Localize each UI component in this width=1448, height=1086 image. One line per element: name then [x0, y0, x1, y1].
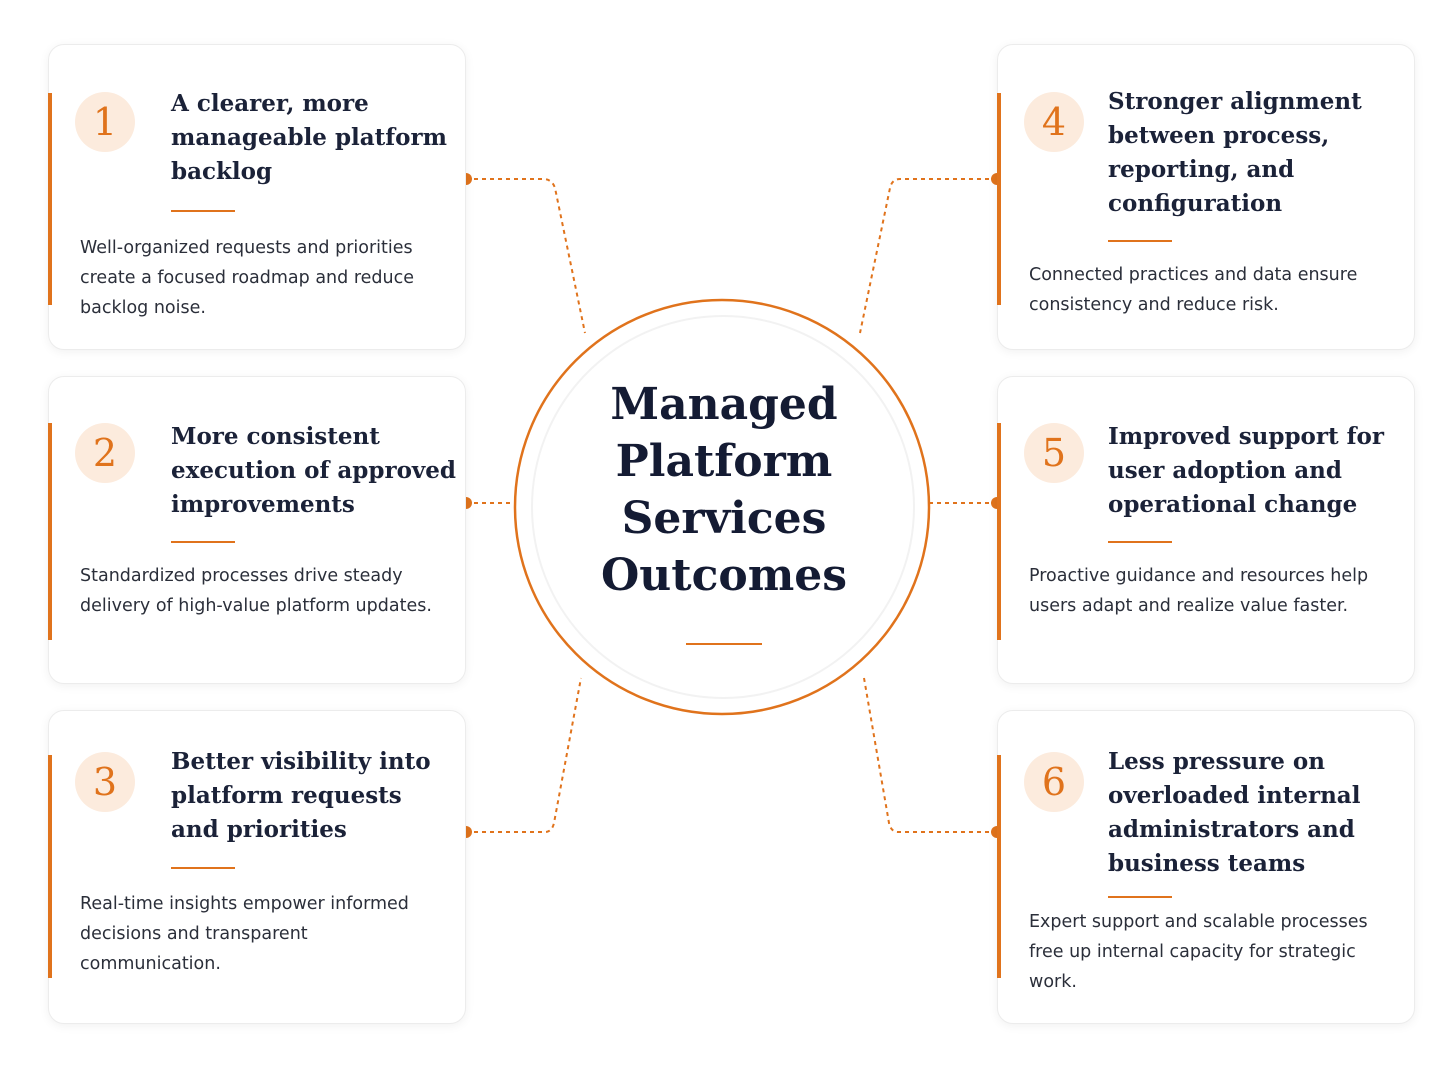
connector-3 [466, 677, 582, 833]
card-accent-bar [48, 423, 52, 640]
connector-4 [859, 178, 997, 334]
connector-1 [466, 178, 586, 334]
card-accent-bar [997, 423, 1001, 640]
outcome-card-3: 3 Better visibility into platform reques… [48, 710, 466, 1024]
card-accent-bar [48, 755, 52, 978]
outcome-description: Proactive guidance and resources help us… [1029, 566, 1369, 616]
outcome-card-5: 5 Improved support for user adoption and… [997, 376, 1415, 684]
outcome-description: Well-organized requests and priorities c… [80, 238, 414, 318]
outcome-title-underline [171, 867, 235, 869]
outcome-title-underline [1108, 541, 1172, 543]
outcome-card-2: 2 More consistent execution of approved … [48, 376, 466, 684]
outcome-title: Stronger alignment between process, repo… [1108, 88, 1362, 217]
outcome-number-badge: 1 [75, 92, 135, 152]
outcome-title-underline [171, 210, 235, 212]
outcome-title: Less pressure on overloaded internal adm… [1108, 748, 1361, 877]
connector-6 [863, 677, 997, 833]
outcome-number-badge: 4 [1024, 92, 1084, 152]
card-accent-bar [997, 755, 1001, 978]
outcome-card-1: 1 A clearer, more manageable platform ba… [48, 44, 466, 350]
center-title: Managed Platform Services Outcomes [600, 379, 848, 601]
outcome-title: Better visibility into platform requests… [171, 748, 431, 843]
outcome-title-underline [1108, 240, 1172, 242]
card-accent-bar [997, 93, 1001, 305]
outcome-title: More consistent execution of approved im… [171, 423, 456, 518]
outcome-description: Connected practices and data ensure cons… [1029, 265, 1358, 315]
outcome-description: Standardized processes drive steady deli… [80, 566, 432, 616]
outcome-number-badge: 3 [75, 752, 135, 812]
outcome-title: Improved support for user adoption and o… [1108, 423, 1384, 518]
outcome-card-6: 6 Less pressure on overloaded internal a… [997, 710, 1415, 1024]
card-accent-bar [48, 93, 52, 305]
outcome-title: A clearer, more manageable platform back… [171, 90, 447, 185]
outcome-number-badge: 2 [75, 423, 135, 483]
center-title-underline [686, 643, 762, 645]
outcome-description: Expert support and scalable processes fr… [1029, 912, 1368, 992]
outcome-number-badge: 5 [1024, 423, 1084, 483]
outcome-number-badge: 6 [1024, 752, 1084, 812]
outcome-description: Real-time insights empower informed deci… [80, 894, 409, 974]
outcome-title-underline [1108, 896, 1172, 898]
outcome-title-underline [171, 541, 235, 543]
outcome-card-4: 4 Stronger alignment between process, re… [997, 44, 1415, 350]
